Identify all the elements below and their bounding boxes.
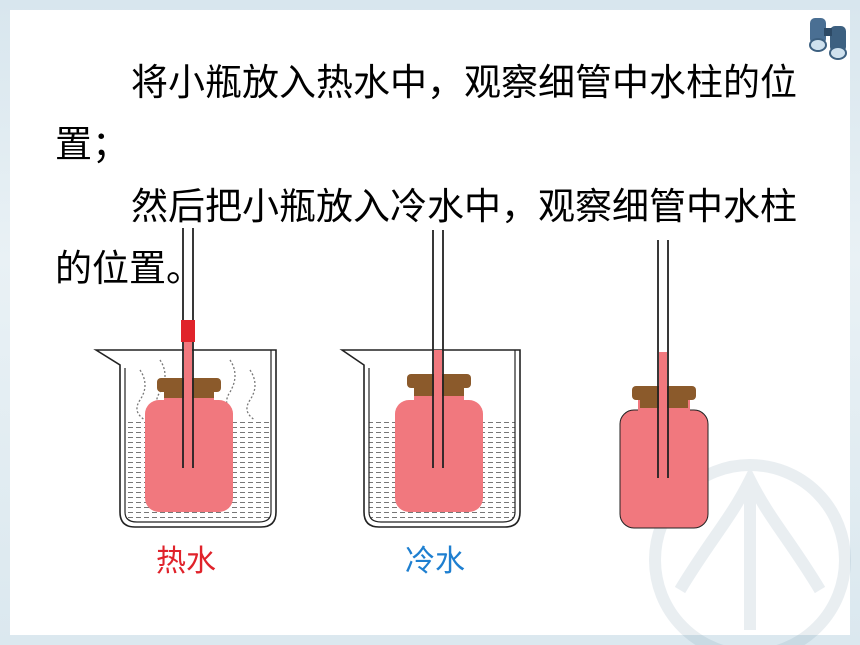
instruction-paragraph-2: 然后把小瓶放入冷水中，观察细管中水柱的位置。 — [55, 185, 797, 290]
instruction-paragraph-1: 将小瓶放入热水中，观察细管中水柱的位置； — [55, 61, 797, 166]
standalone-bottle — [619, 240, 709, 529]
cold-water-caption: 冷水 — [405, 544, 465, 579]
hot-water-beaker — [93, 228, 277, 528]
instruction-text: 将小瓶放入热水中，观察细管中水柱的位置； 然后把小瓶放入冷水中，观察细管中水柱的… — [55, 52, 815, 300]
watermark-logo — [649, 459, 851, 645]
slide-background — [10, 10, 850, 635]
cold-water-beaker — [339, 230, 521, 528]
hot-water-caption: 热水 — [156, 544, 216, 579]
binoculars-icon — [809, 18, 847, 60]
